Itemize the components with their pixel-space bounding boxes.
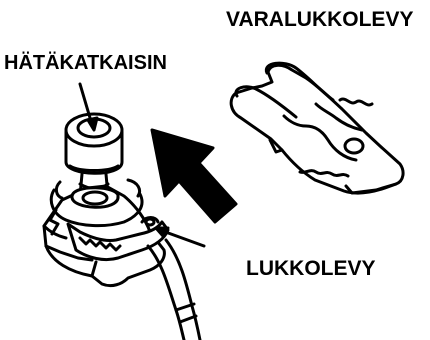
- spare-lock-plate-drawing: [231, 63, 403, 193]
- direction-arrow: [152, 130, 236, 222]
- lock-plate-label: LUKKOLEVY: [246, 257, 376, 281]
- spare-lock-plate-label: VARALUKKOLEVY: [226, 8, 413, 32]
- emergency-switch-label: HÄTÄKATKAISIN: [4, 52, 167, 75]
